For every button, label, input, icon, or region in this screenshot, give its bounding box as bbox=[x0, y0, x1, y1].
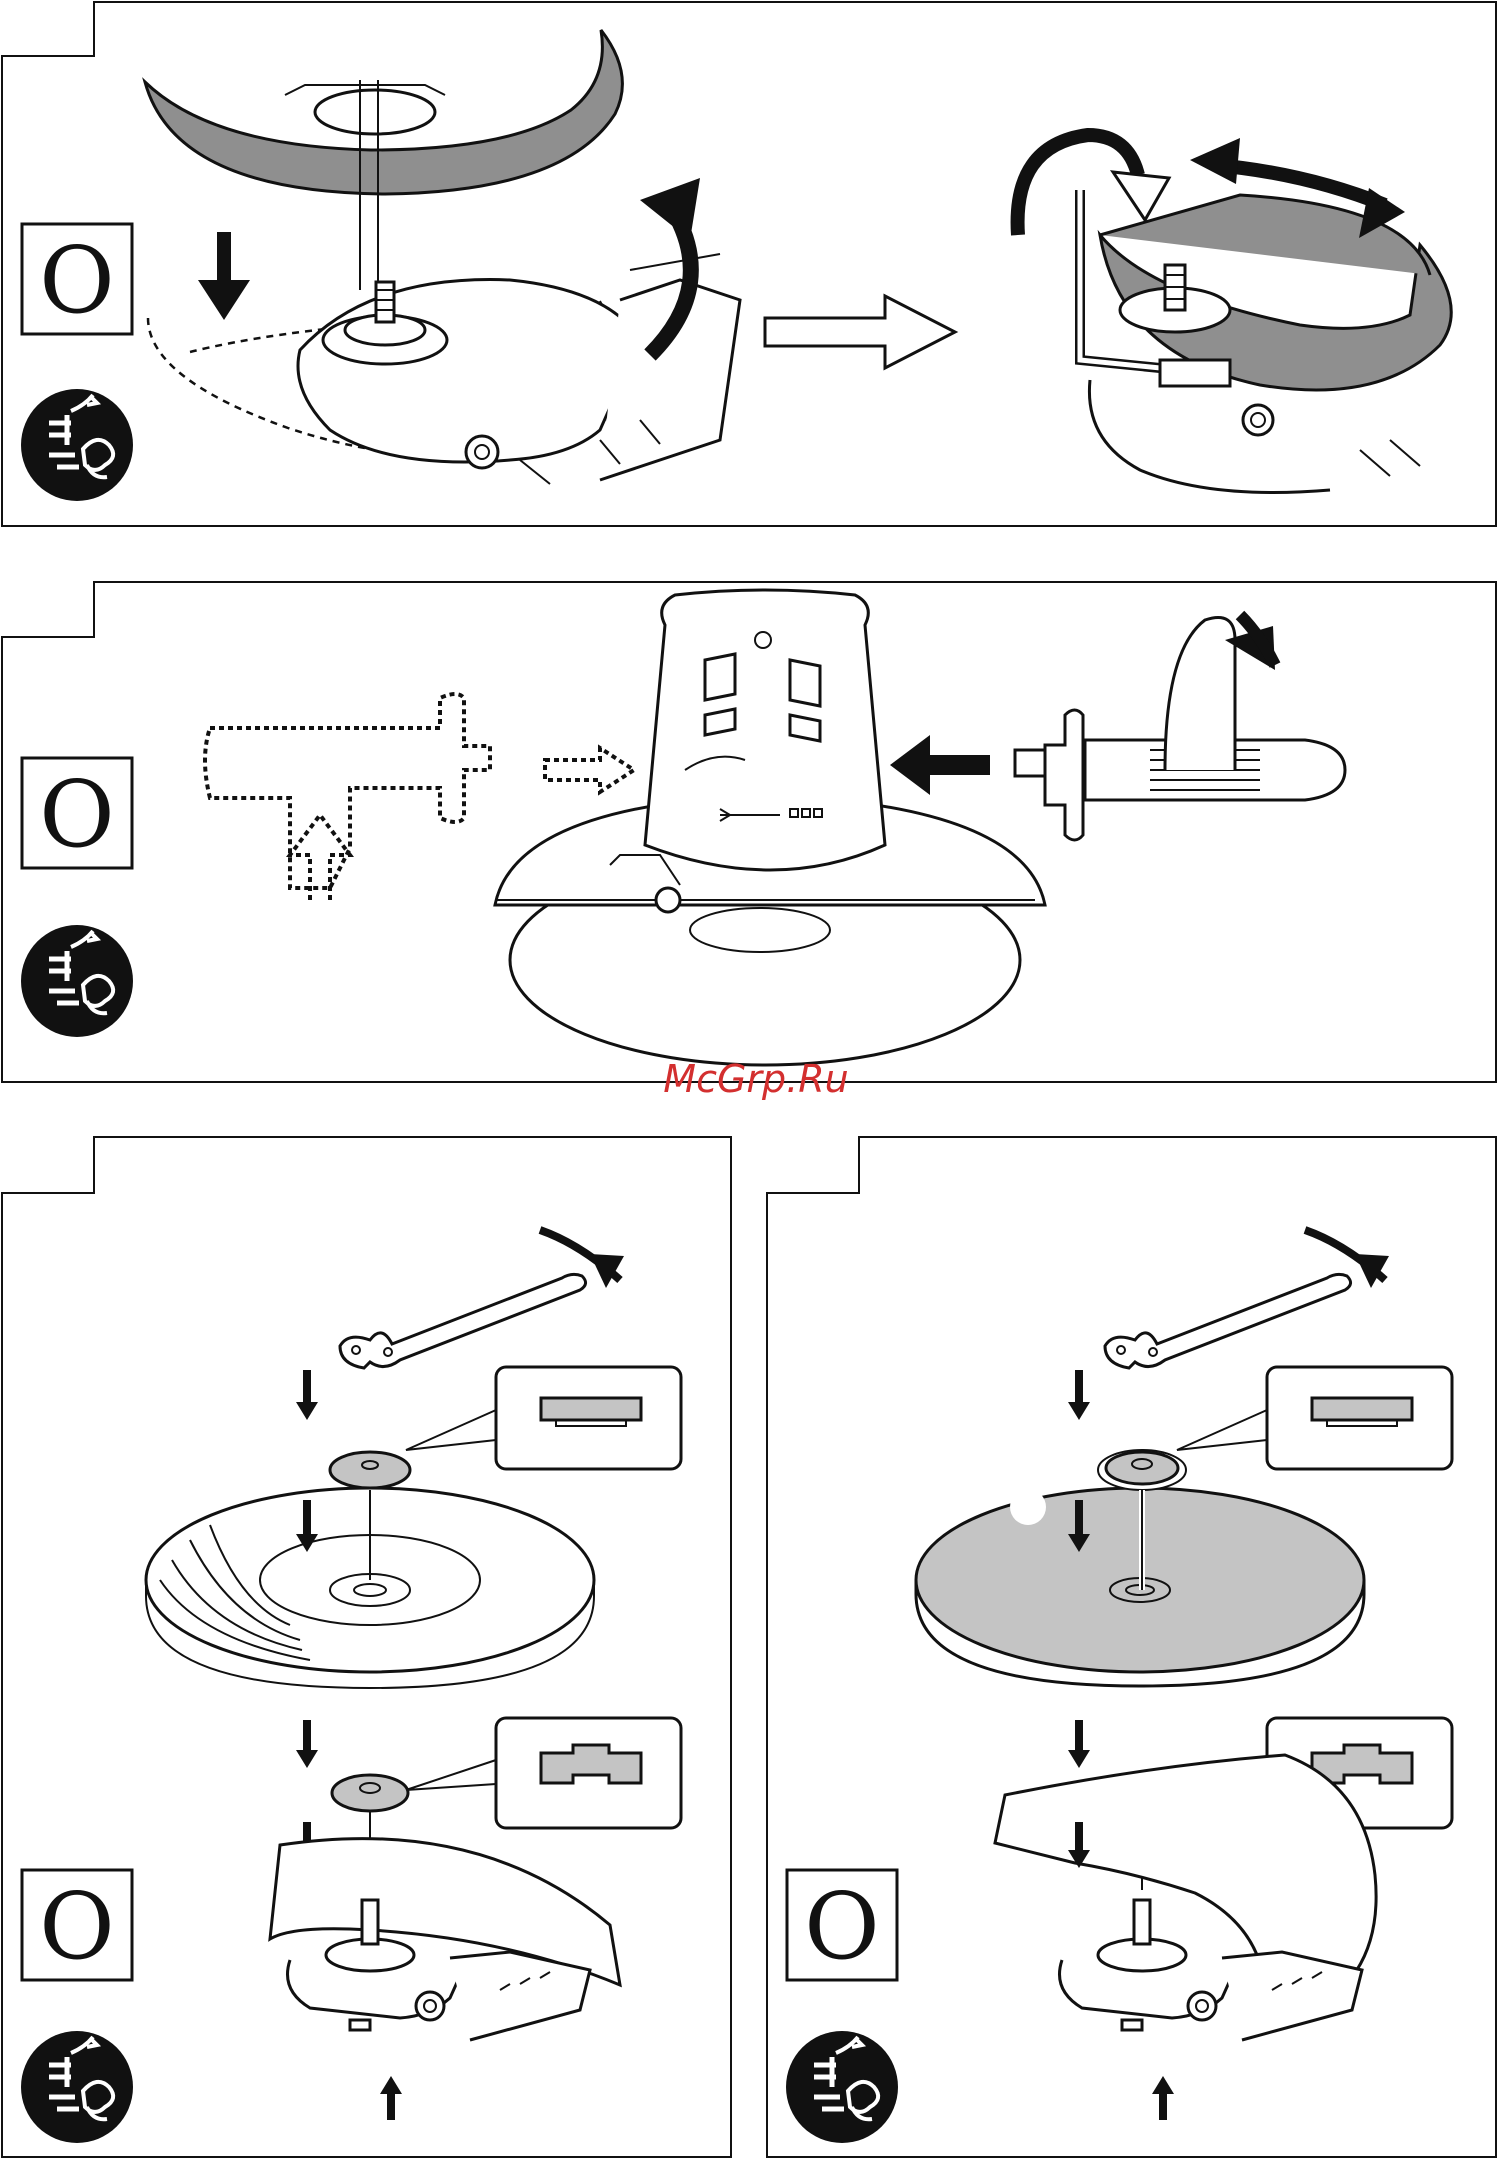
panel-handle-mounting bbox=[2, 582, 1496, 1082]
unplug-power-icon bbox=[21, 2031, 133, 2143]
flange-callout bbox=[496, 1718, 681, 1828]
nut-callout bbox=[1267, 1367, 1452, 1469]
unplug-power-icon bbox=[786, 2031, 898, 2143]
symbol-o-icon bbox=[22, 224, 132, 334]
symbol-o-icon bbox=[22, 1870, 132, 1980]
watermark: McGrp.Ru bbox=[663, 1057, 848, 1101]
panel-cutting-disc bbox=[767, 1137, 1496, 2157]
panel-guard-mounting bbox=[2, 2, 1496, 526]
unplug-power-icon bbox=[21, 389, 133, 501]
unplug-power-icon bbox=[21, 925, 133, 1037]
nut-callout bbox=[496, 1367, 681, 1469]
symbol-o-icon bbox=[787, 1870, 897, 1980]
panel-grinding-disc bbox=[2, 1137, 731, 2157]
symbol-o-icon bbox=[22, 758, 132, 868]
